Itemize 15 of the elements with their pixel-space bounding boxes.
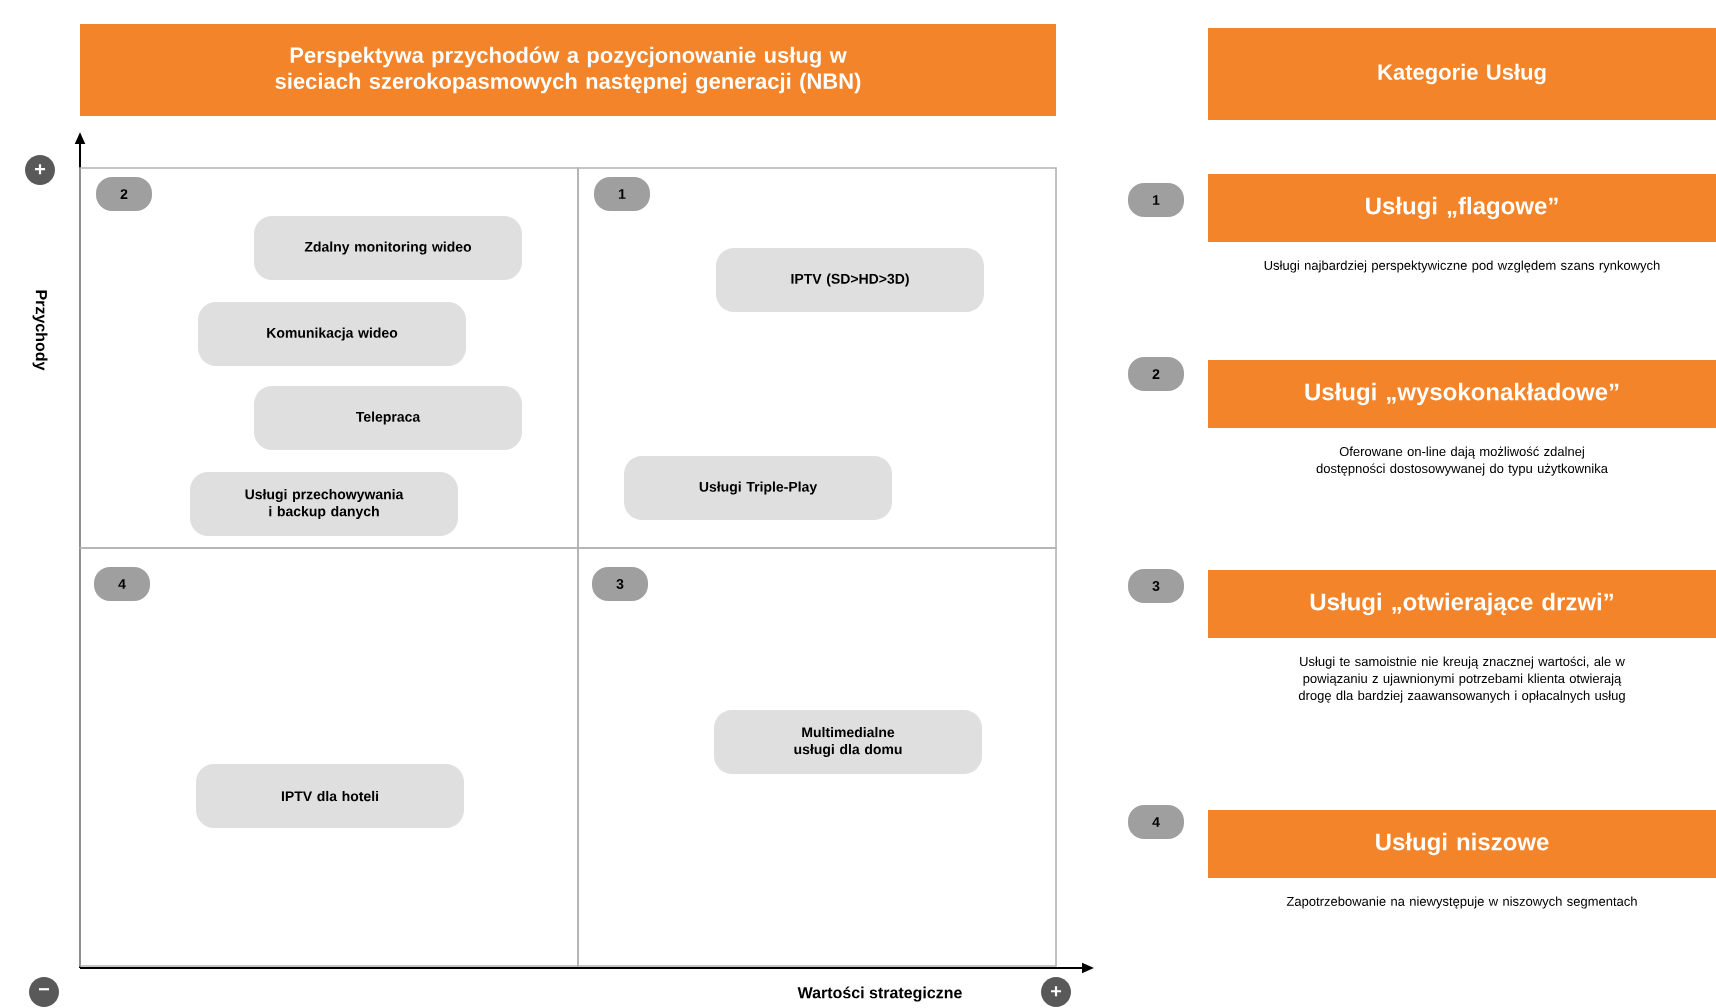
category-band: Usługi „flagowe” <box>1208 174 1716 242</box>
axis-title: Wartości strategiczne <box>797 986 962 1002</box>
quadrant-box <box>577 167 1057 549</box>
category-band: Usługi „otwierające drzwi” <box>1208 570 1716 638</box>
category-band: Usługi „wysokonakładowe” <box>1208 360 1716 428</box>
axis-sign: + <box>1041 977 1071 1007</box>
axis-title: Przychody <box>32 290 48 371</box>
quadrant-box <box>79 167 579 549</box>
header-band: Kategorie Usług <box>1208 28 1716 120</box>
quadrant-box <box>577 547 1057 967</box>
axis-sign: + <box>25 155 55 185</box>
category-band: Usługi niszowe <box>1208 810 1716 878</box>
quadrant-box <box>79 547 579 967</box>
title-band: Perspektywa przychodów a pozycjonowanie usług w sieciach szerokopasmowych następnej generacji (NBN) <box>80 24 1056 116</box>
axis-sign: − <box>29 977 59 1007</box>
